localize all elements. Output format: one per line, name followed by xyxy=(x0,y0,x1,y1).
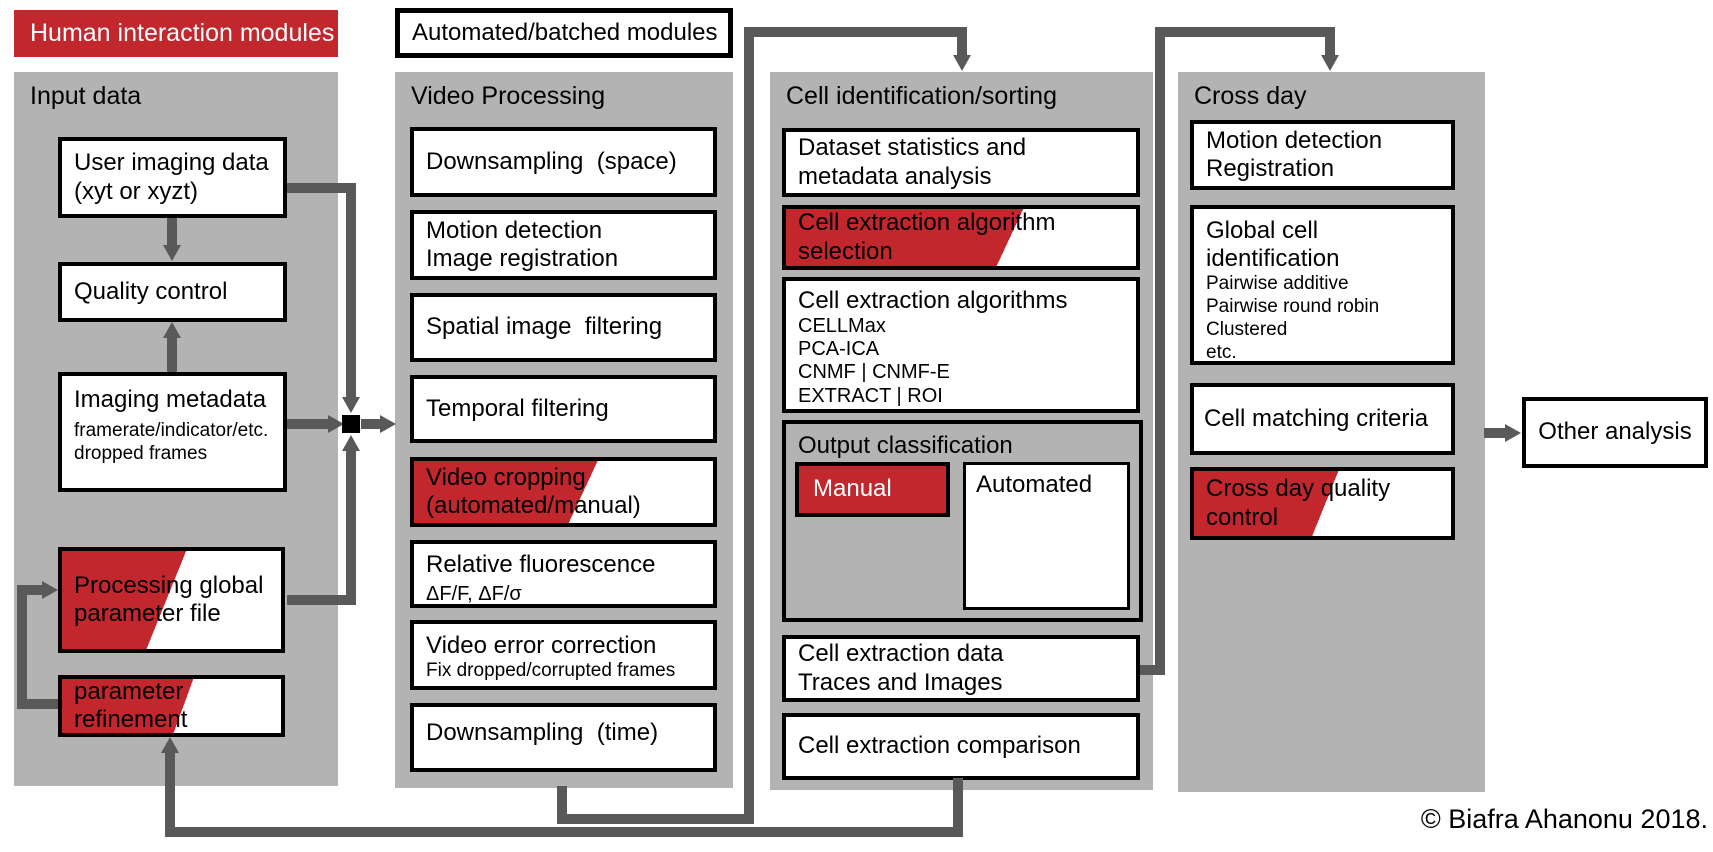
box-quality-control: Quality control xyxy=(58,262,287,322)
cross-day-panel-title: Cross day xyxy=(1194,82,1307,110)
output-classification-title: Output classification xyxy=(798,432,1013,459)
box-global-cell-identification: Global cell identification Pairwise addi… xyxy=(1190,205,1455,365)
box-processing-global-parameter-file: Processing global parameter file xyxy=(58,547,285,653)
imaging-metadata-title: Imaging metadata xyxy=(74,386,267,413)
cell-identification-panel: Cell identification/sorting Dataset stat… xyxy=(770,72,1153,790)
box-cell-extraction-algorithm-selection: Cell extraction algorithm selection xyxy=(782,205,1140,270)
cell-extraction-algorithms-title: Cell extraction algorithms xyxy=(798,287,1068,314)
global-cell-identification-title: Global cell identification xyxy=(1206,217,1340,273)
relative-fluorescence-formula: ΔF/F, ΔF/σ xyxy=(426,583,522,606)
box-cell-extraction-data: Cell extraction data Traces and Images xyxy=(782,635,1140,702)
video-error-correction-title: Video error correction xyxy=(426,632,657,659)
box-downsampling-time: Downsampling (time) xyxy=(410,703,717,772)
input-data-panel-title: Input data xyxy=(30,82,142,110)
box-spatial-image-filtering: Spatial image filtering xyxy=(410,293,717,362)
box-automated-classification: Automated xyxy=(963,462,1130,610)
box-parameter-refinement: parameter refinement xyxy=(58,675,285,737)
box-imaging-metadata: Imaging metadata framerate/indicator/etc… xyxy=(58,372,287,492)
copyright-text: © Biafra Ahanonu 2018. xyxy=(1420,804,1708,834)
box-cell-extraction-comparison: Cell extraction comparison xyxy=(782,713,1140,780)
box-motion-detection-image-registration: Motion detection Image registration xyxy=(410,210,717,280)
input-data-panel: Input data User imaging data (xyt or xyz… xyxy=(14,72,338,786)
merge-junction-node xyxy=(342,415,360,433)
box-cross-day-quality-control: Cross day quality control xyxy=(1190,467,1455,540)
video-processing-panel-title: Video Processing xyxy=(411,82,606,110)
cross-day-panel: Cross day Motion detection Registration … xyxy=(1178,72,1485,792)
box-dataset-statistics: Dataset statistics and metadata analysis xyxy=(782,128,1140,197)
box-other-analysis: Other analysis xyxy=(1522,397,1708,468)
cell-extraction-algorithms-list: CELLMax PCA-ICA CNMF | CNMF-E EXTRACT | … xyxy=(798,315,950,407)
cell-identification-panel-title: Cell identification/sorting xyxy=(786,82,1057,110)
box-cell-extraction-algorithms: Cell extraction algorithms CELLMax PCA-I… xyxy=(782,277,1140,413)
box-downsampling-space: Downsampling (space) xyxy=(410,127,717,197)
box-crossday-motion-detection: Motion detection Registration xyxy=(1190,120,1455,190)
box-user-imaging-data: User imaging data (xyt or xyzt) xyxy=(58,137,287,218)
automated-modules-legend: Automated/batched modules xyxy=(395,8,733,58)
output-classification-panel: Output classification Manual Automated xyxy=(782,420,1143,622)
global-cell-identification-methods: Pairwise additive Pairwise round robin C… xyxy=(1206,273,1380,363)
box-video-error-correction: Video error correction Fix dropped/corru… xyxy=(410,620,717,690)
box-relative-fluorescence: Relative fluorescence ΔF/F, ΔF/σ xyxy=(410,540,717,608)
relative-fluorescence-title: Relative fluorescence xyxy=(426,551,656,578)
box-temporal-filtering: Temporal filtering xyxy=(410,375,717,443)
imaging-metadata-details: framerate/indicator/etc. dropped frames xyxy=(74,420,269,464)
video-processing-panel: Video Processing Downsampling (space) Mo… xyxy=(395,72,733,788)
video-error-correction-details: Fix dropped/corrupted frames xyxy=(426,660,676,682)
human-modules-legend: Human interaction modules xyxy=(14,10,338,57)
box-manual-classification: Manual xyxy=(795,462,950,517)
box-cell-matching-criteria: Cell matching criteria xyxy=(1190,383,1455,455)
box-video-cropping: Video cropping (automated/manual) xyxy=(410,457,717,527)
